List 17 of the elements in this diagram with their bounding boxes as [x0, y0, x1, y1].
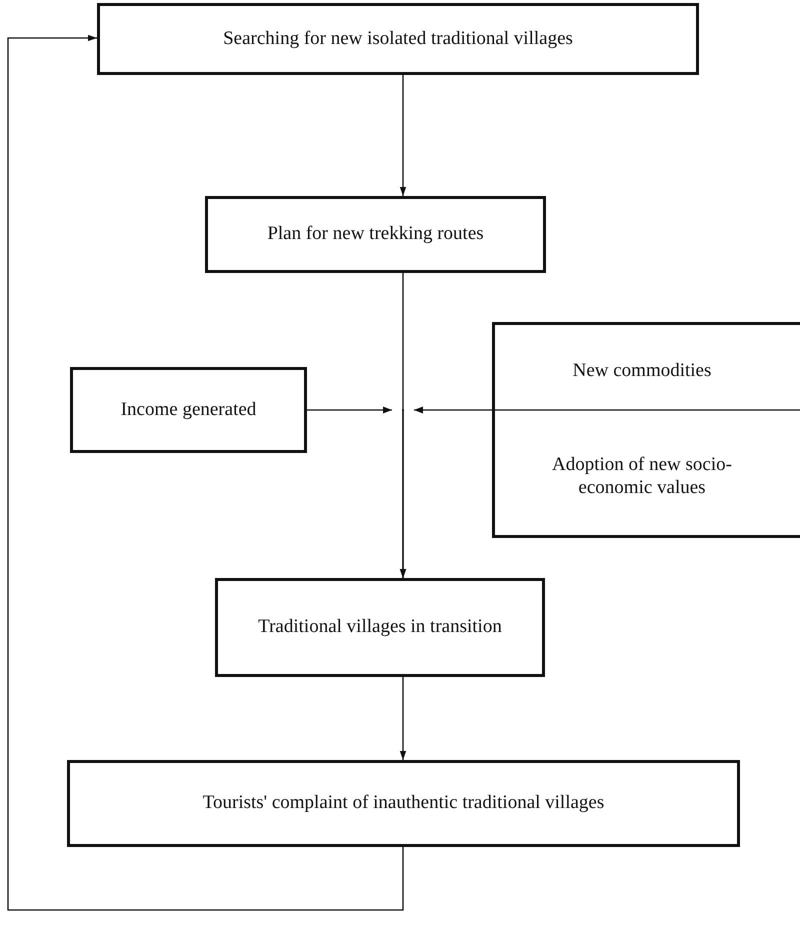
process-box: [70, 367, 307, 453]
box-label: Traditional villages in transition: [258, 616, 502, 639]
box-label: Plan for new trekking routes: [267, 223, 484, 246]
process-box: [492, 322, 800, 538]
arrow: [400, 75, 406, 196]
process-box: [215, 578, 545, 677]
box-label: Tourists' complaint of inauthentic traditional villages: [202, 792, 604, 815]
process-box: [205, 196, 546, 273]
box-label: New commodities: [572, 360, 712, 384]
arrow: [400, 409, 492, 578]
arrow: [7, 34, 404, 911]
box-label: Adoption of new socio-economic values: [551, 454, 733, 500]
process-box: [67, 760, 740, 847]
box-label: Income generated: [120, 398, 256, 422]
process-box: [97, 3, 699, 75]
box-label: Searching for new isolated traditional villages: [223, 28, 573, 50]
arrow: [400, 677, 406, 760]
